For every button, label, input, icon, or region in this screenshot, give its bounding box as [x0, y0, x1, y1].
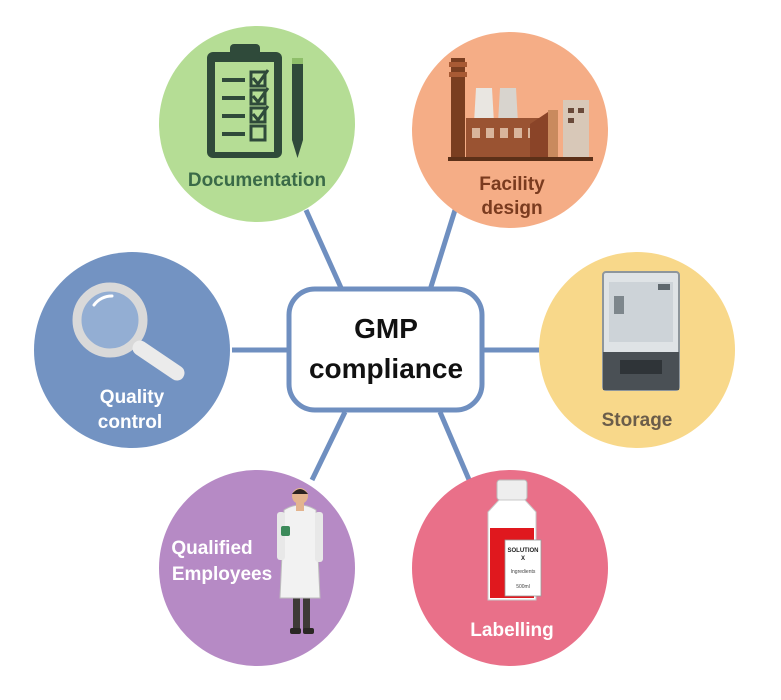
- clipboard-checklist-icon: [207, 44, 303, 158]
- bottle-label-line2: X: [521, 556, 525, 562]
- labelling-label: Labelling: [470, 620, 553, 641]
- facility-label-line1: Facility: [479, 174, 545, 195]
- magnifier-icon: [72, 282, 185, 381]
- bottle-icon: SOLUTION X Ingredients 500ml: [487, 479, 542, 601]
- node-employees: Qualified Employees: [159, 470, 355, 666]
- bottle-label-line3: Ingredients: [511, 569, 536, 575]
- factory-icon: [448, 58, 593, 161]
- center-title-line1: GMP: [354, 313, 418, 344]
- facility-label-line2: design: [481, 198, 542, 219]
- bottle-label-line1: SOLUTION: [508, 548, 539, 554]
- quality-label-line1: Quality: [100, 387, 165, 408]
- connector-labelling: [437, 411, 473, 483]
- node-quality: Quality control: [34, 252, 230, 448]
- connector-employees: [309, 410, 348, 482]
- node-labelling: SOLUTION X Ingredients 500ml Labelling: [412, 470, 608, 666]
- connector-documentation: [303, 208, 345, 292]
- pen-icon: [292, 58, 303, 158]
- employees-label-line2: Employees: [172, 564, 272, 585]
- node-facility: Facility design: [412, 32, 608, 228]
- connectors: [232, 208, 540, 483]
- employees-label-line1: Qualified: [171, 538, 252, 559]
- center-box-frame: [286, 286, 485, 413]
- freezer-icon: [602, 271, 680, 391]
- connector-facility: [427, 209, 458, 291]
- documentation-label: Documentation: [188, 170, 326, 191]
- bottle-label-line4: 500ml: [516, 584, 530, 590]
- center-title-line2: compliance: [309, 353, 463, 384]
- node-storage: Storage: [539, 252, 735, 448]
- quality-label-line2: control: [98, 412, 162, 433]
- node-documentation: Documentation: [159, 26, 355, 222]
- center-box: GMP compliance: [286, 286, 485, 413]
- storage-label: Storage: [602, 410, 673, 431]
- scientist-icon: [277, 488, 323, 634]
